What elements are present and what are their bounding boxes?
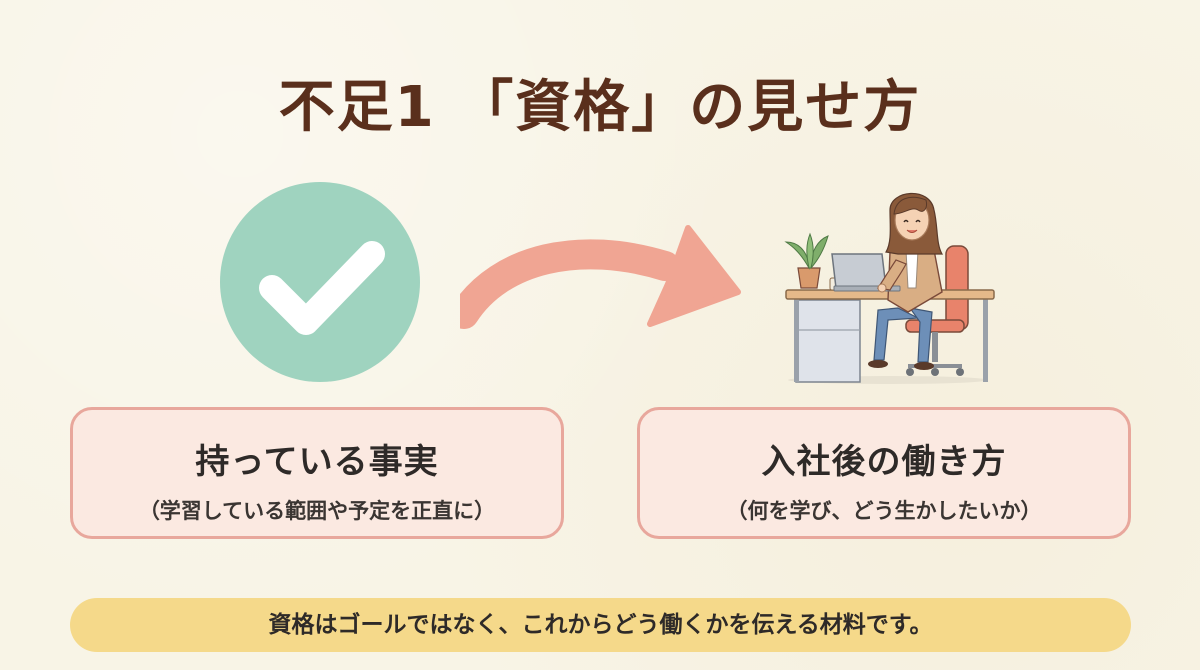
woman-working-at-desk-illustration — [784, 192, 995, 384]
curved-arrow-icon — [460, 225, 741, 329]
future-work-card: 入社後の働き方 （何を学び、どう生かしたいか） — [637, 407, 1131, 539]
future-work-title: 入社後の働き方 — [761, 442, 1007, 482]
current-facts-title: 持っている事実 — [195, 442, 439, 482]
summary-banner: 資格はゴールではなく、これからどう働くかを伝える材料です。 — [70, 598, 1131, 652]
current-facts-card: 持っている事実 （学習している範囲や予定を正直に） — [70, 407, 564, 539]
check-circle-icon — [220, 182, 420, 382]
check-mark-icon — [259, 241, 385, 335]
page-title: 不足1 「資格」の見せ方 — [278, 75, 922, 140]
future-work-subtitle: （何を学び、どう生かしたいか） — [726, 499, 1042, 523]
current-facts-subtitle: （学習している範囲や予定を正直に） — [138, 499, 496, 523]
